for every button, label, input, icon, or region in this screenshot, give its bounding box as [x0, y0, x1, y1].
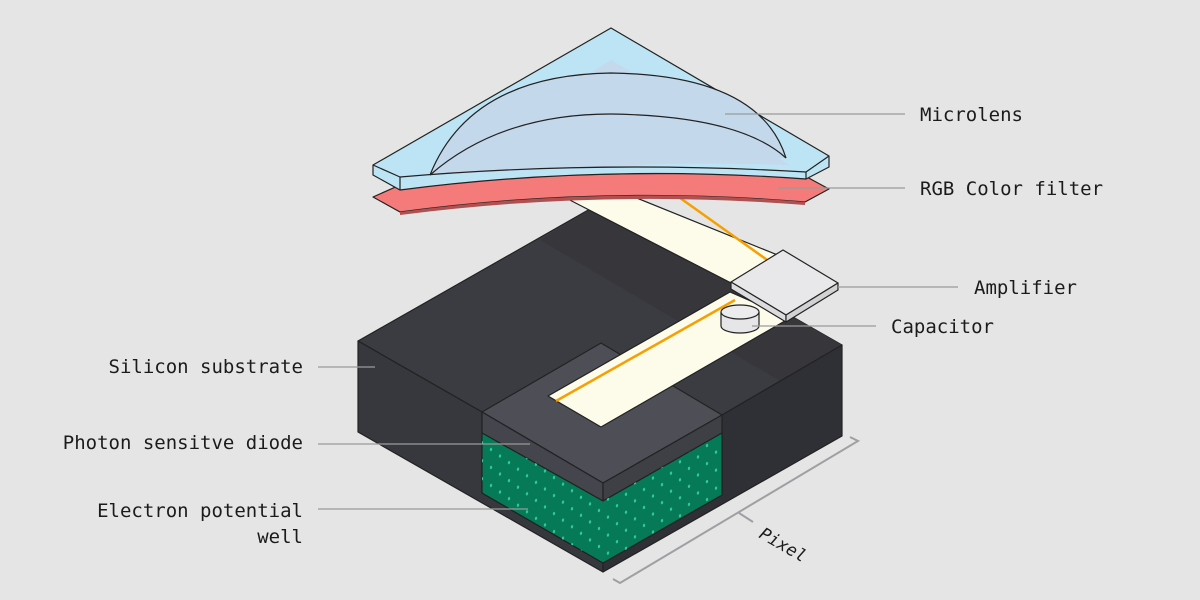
potential-well-label-line1: Electron potential: [97, 500, 303, 522]
pixel-dimension-bracket: [612, 436, 861, 585]
silicon-substrate-label: Silicon substrate: [109, 356, 303, 378]
photodiode-label: Photon sensitve diode: [63, 432, 303, 454]
microlens: [372, 27, 830, 191]
potential-well-label-line2: well: [257, 526, 303, 548]
capacitor-label: Capacitor: [891, 316, 994, 338]
capacitor: [720, 304, 760, 334]
pixel-label: Pixel: [756, 524, 810, 567]
electron-potential-well: [481, 432, 723, 564]
color-filter-label: RGB Color filter: [920, 178, 1103, 200]
wire: [555, 298, 736, 403]
microlens-label: Microlens: [920, 104, 1023, 126]
amplifier-label: Amplifier: [974, 277, 1077, 299]
amplifier: [730, 249, 839, 323]
